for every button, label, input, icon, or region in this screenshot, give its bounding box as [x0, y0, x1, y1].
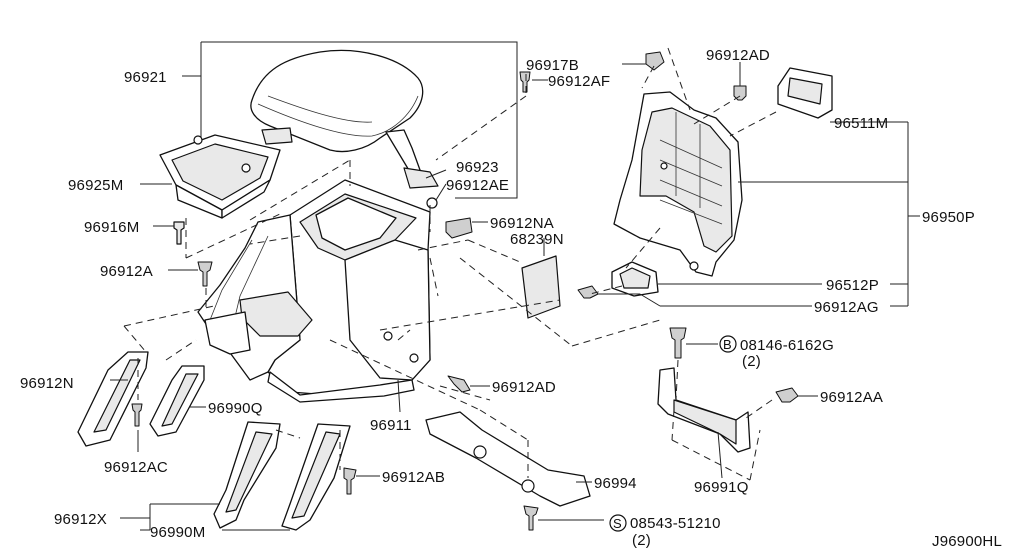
- rail-96990M: [213, 421, 351, 531]
- storage-tray-96925M: [140, 134, 281, 219]
- screw-96912AG: [577, 285, 812, 307]
- bracket-96990Q: [149, 365, 206, 437]
- label-96511M: 96511M: [834, 115, 888, 132]
- screw-96912A: [168, 261, 213, 287]
- label-96912AE: 96912AE: [446, 177, 509, 194]
- label-96921: 96921: [124, 69, 167, 86]
- part-labels: 96921 96925M 96916M 96912A 96912N 96912A…: [20, 47, 1002, 550]
- prefix-circle-S: [609, 514, 627, 532]
- clip-96912AD-top: [733, 62, 747, 101]
- leader-lines: [118, 169, 447, 531]
- bracket-96991Q: [657, 367, 751, 479]
- plate-96994: [425, 411, 592, 507]
- screw-96912AF: [519, 71, 548, 93]
- label-68239N: 68239N: [510, 231, 564, 248]
- label-96923: 96923: [456, 159, 499, 176]
- clip-96917B: [622, 51, 665, 71]
- label-96912N: 96912N: [20, 375, 74, 392]
- assembly-guide-lines: [123, 47, 777, 481]
- label-96912AD-mid: 96912AD: [492, 379, 556, 396]
- armrest-lid-group: [182, 41, 518, 209]
- screw-96912AE: [426, 197, 438, 209]
- pocket-96511M: [777, 67, 908, 123]
- screw-08543-51210: [523, 505, 604, 531]
- diagram-code: J96900HL: [932, 533, 1002, 550]
- label-96917B: 96917B: [526, 57, 579, 74]
- screw-96912AB: [343, 467, 380, 495]
- label-08543-51210: 08543-51210: [630, 515, 721, 532]
- label-96912NA: 96912NA: [490, 215, 554, 232]
- prefix-B: B: [723, 337, 732, 352]
- label-96912X: 96912X: [54, 511, 107, 528]
- clip-96912NA: [445, 217, 488, 239]
- console-body-96911: [197, 179, 431, 413]
- rear-panel-96950P: [613, 91, 743, 277]
- label-96991Q: 96991Q: [694, 479, 749, 496]
- prefix-S: S: [613, 516, 622, 531]
- bracket-96950P: [738, 122, 920, 307]
- screw-96912AA: [775, 387, 818, 403]
- label-96990Q: 96990Q: [208, 400, 263, 417]
- clip-96512P: [611, 261, 822, 297]
- screw-96912AD-mid: [447, 375, 490, 393]
- label-96925M: 96925M: [68, 177, 123, 194]
- label-96950P: 96950P: [922, 209, 975, 226]
- label-96912AC: 96912AC: [104, 459, 168, 476]
- label-96916M: 96916M: [84, 219, 139, 236]
- side-trim-96912N: [77, 351, 149, 447]
- label-96912AF: 96912AF: [548, 73, 610, 90]
- qty-08543: (2): [632, 532, 651, 549]
- label-96912AB: 96912AB: [382, 469, 445, 486]
- screw-96916M: [153, 221, 185, 245]
- bolt-08146-6162G: [669, 327, 718, 359]
- label-96990M: 96990M: [150, 524, 205, 541]
- pad-68239N: [521, 238, 561, 319]
- group-box-96921: [201, 41, 518, 199]
- label-08146-6162G: 08146-6162G: [740, 337, 834, 354]
- prefix-circle-B: [719, 335, 737, 353]
- screw-96912AC: [131, 403, 143, 427]
- label-96912AA: 96912AA: [820, 389, 883, 406]
- label-96994: 96994: [594, 475, 637, 492]
- label-96912A: 96912A: [100, 263, 153, 280]
- label-96912AG: 96912AG: [814, 299, 879, 316]
- armrest-lid-96921: [250, 49, 424, 153]
- label-96912AD-top: 96912AD: [706, 47, 770, 64]
- qty-08146: (2): [742, 353, 761, 370]
- label-96911: 96911: [370, 417, 412, 434]
- label-96512P: 96512P: [826, 277, 879, 294]
